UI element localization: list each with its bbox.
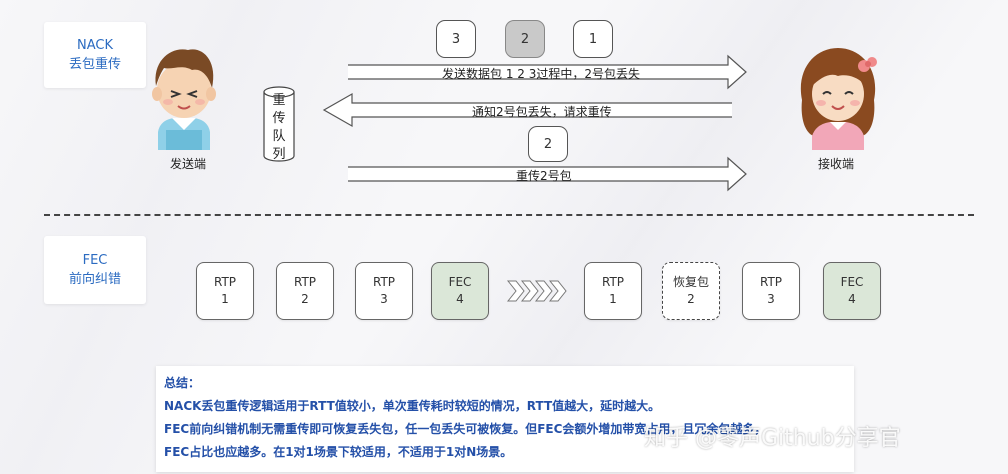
receiver-girl-illustration (800, 48, 877, 150)
retransmit-arrow (348, 156, 747, 192)
retransmit-text: 重传2号包 (516, 169, 572, 183)
retransmit-packet-2: 2 (528, 126, 568, 162)
box-line1: RTP (601, 275, 625, 289)
box-line1: FEC (448, 275, 472, 289)
box-line1: RTP (213, 275, 237, 289)
box-line1: 恢复包 (672, 275, 709, 289)
packet-1: 1 (573, 20, 613, 58)
queue-char-2: 传 (272, 111, 286, 126)
fec-label-subtitle: 前向纠错 (68, 272, 121, 287)
packet-2-lost: 2 (505, 20, 545, 58)
section-divider (44, 214, 974, 216)
send-packets-text: 发送数据包 1 2 3过程中，2号包丢失 (442, 67, 640, 81)
box-line2: 3 (380, 292, 388, 306)
fec-right-rtp-1: RTP 1 (584, 262, 642, 320)
queue-char-3: 队 (272, 129, 286, 144)
summary-line-1: NACK丢包重传逻辑适用于RTT值较小，单次重传耗时较短的情况，RTT值越大，延… (164, 399, 661, 413)
fec-right-rtp-3: RTP 3 (742, 262, 800, 320)
fec-left-rtp-3: RTP 3 (355, 262, 413, 320)
box-line1: RTP (372, 275, 396, 289)
nack-label-title: NACK (77, 38, 113, 53)
sender-label: 发送端 (170, 157, 207, 171)
box-line2: 1 (609, 292, 617, 306)
box-line2: 2 (301, 292, 309, 306)
fec-left-rtp-2: RTP 2 (276, 262, 334, 320)
summary-line-2: FEC前向纠错机制无需重传即可恢复丢失包，任一包丢失可被恢复。但FEC会额外增加… (164, 422, 767, 436)
fec-right-recovered-2: 恢复包 2 (662, 262, 720, 320)
box-line2: 4 (456, 292, 464, 306)
receiver-label: 接收端 (818, 157, 855, 171)
box-line1: FEC (840, 275, 864, 289)
fec-label-card: FEC 前向纠错 (44, 236, 146, 304)
watermark: 知乎 @零声Github分享官 (644, 426, 901, 451)
retransmit-queue-cylinder (263, 86, 295, 162)
box-line2: 3 (767, 292, 775, 306)
box-line1: RTP (293, 275, 317, 289)
nack-label-card: NACK 丢包重传 (44, 22, 146, 88)
summary-box: 总结： NACK丢包重传逻辑适用于RTT值较小，单次重传耗时较短的情况，RTT值… (156, 366, 854, 472)
retransmit-queue-label: 重 传 队 列 (262, 92, 296, 164)
queue-char-1: 重 (272, 93, 286, 108)
fec-left-rtp-1: RTP 1 (196, 262, 254, 320)
fec-right-fec-4: FEC 4 (823, 262, 881, 320)
box-line2: 4 (848, 292, 856, 306)
chevron-arrows-icon (506, 280, 567, 302)
nack-request-arrow (322, 92, 732, 128)
fec-left-fec-4: FEC 4 (431, 262, 489, 320)
box-line2: 2 (687, 292, 695, 306)
nack-request-text: 通知2号包丢失，请求重传 (472, 105, 612, 119)
fec-label-title: FEC (82, 253, 108, 268)
queue-char-4: 列 (272, 147, 286, 162)
nack-label-subtitle: 丢包重传 (68, 57, 121, 72)
packet-3: 3 (436, 20, 476, 58)
send-packets-arrow (348, 54, 747, 90)
summary-line-3: FEC占比也应越多。在1对1场景下较适用，不适用于1对N场景。 (164, 445, 513, 459)
box-line2: 1 (221, 292, 229, 306)
box-line1: RTP (759, 275, 783, 289)
summary-title: 总结： (164, 376, 201, 390)
sender-boy-illustration (152, 49, 216, 150)
